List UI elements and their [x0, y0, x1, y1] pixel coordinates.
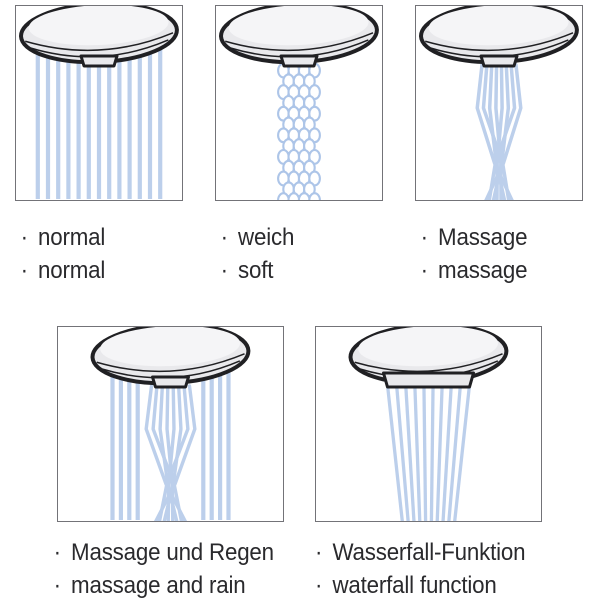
showerhead-waterfall-illustration [348, 327, 509, 521]
label-line-de: · Wasserfall-Funktion [315, 536, 526, 569]
label-en: soft [238, 257, 274, 284]
label-line-en: · massage [421, 254, 572, 287]
bullet-icon: · [20, 224, 28, 251]
showerhead-massage-rain-illustration [90, 327, 251, 521]
label-de: Massage [438, 224, 528, 251]
label-de: weich [238, 224, 295, 251]
label-line-de: · Massage [421, 221, 572, 254]
label-line-de: · weich [221, 221, 372, 254]
bullet-icon: · [420, 224, 428, 251]
bullet-icon: · [20, 257, 28, 284]
label-en: normal [38, 257, 106, 284]
bullet-icon: · [315, 539, 323, 566]
panel-soft: · weich · soft [215, 5, 383, 287]
label-waterfall: · Wasserfall-Funktion · waterfall function [315, 536, 526, 602]
bullet-icon: · [315, 572, 323, 599]
label-line-de: · normal [21, 221, 172, 254]
showerhead-soft-illustration [219, 6, 379, 200]
label-line-en: · waterfall function [315, 569, 526, 602]
illustration-box-massage [415, 5, 583, 201]
bullet-icon: · [53, 572, 61, 599]
illustration-box-waterfall [315, 326, 542, 522]
bullet-icon: · [420, 257, 428, 284]
label-de: Massage und Regen [71, 539, 274, 566]
label-line-en: · soft [221, 254, 372, 287]
label-normal: · normal · normal [15, 221, 171, 287]
label-en: waterfall function [332, 572, 497, 599]
panel-massage: · Massage · massage [415, 5, 583, 287]
label-soft: · weich · soft [215, 221, 371, 287]
showerhead-massage-illustration [419, 6, 579, 200]
label-de: normal [38, 224, 106, 251]
label-line-de: · Massage und Regen [53, 536, 274, 569]
label-line-en: · massage and rain [54, 569, 268, 602]
label-massage: · Massage · massage [415, 221, 571, 287]
label-en: massage [438, 257, 528, 284]
illustration-box-soft [215, 5, 383, 201]
label-massage-rain: · Massage und Regen · massage and rain [48, 536, 274, 602]
bullet-icon: · [53, 539, 61, 566]
illustration-box-massage-rain [57, 326, 284, 522]
panel-massage-rain: · Massage und Regen · massage and rain [54, 326, 284, 602]
label-de: Wasserfall-Funktion [332, 539, 526, 566]
label-line-en: · normal [21, 254, 172, 287]
bullet-icon: · [220, 257, 228, 284]
panel-normal: · normal · normal [15, 5, 183, 287]
illustration-box-normal [15, 5, 183, 201]
bullet-icon: · [220, 224, 228, 251]
showerhead-normal-illustration [19, 6, 179, 199]
label-en: massage and rain [71, 572, 246, 599]
panel-waterfall: · Wasserfall-Funktion · waterfall function [315, 326, 542, 602]
